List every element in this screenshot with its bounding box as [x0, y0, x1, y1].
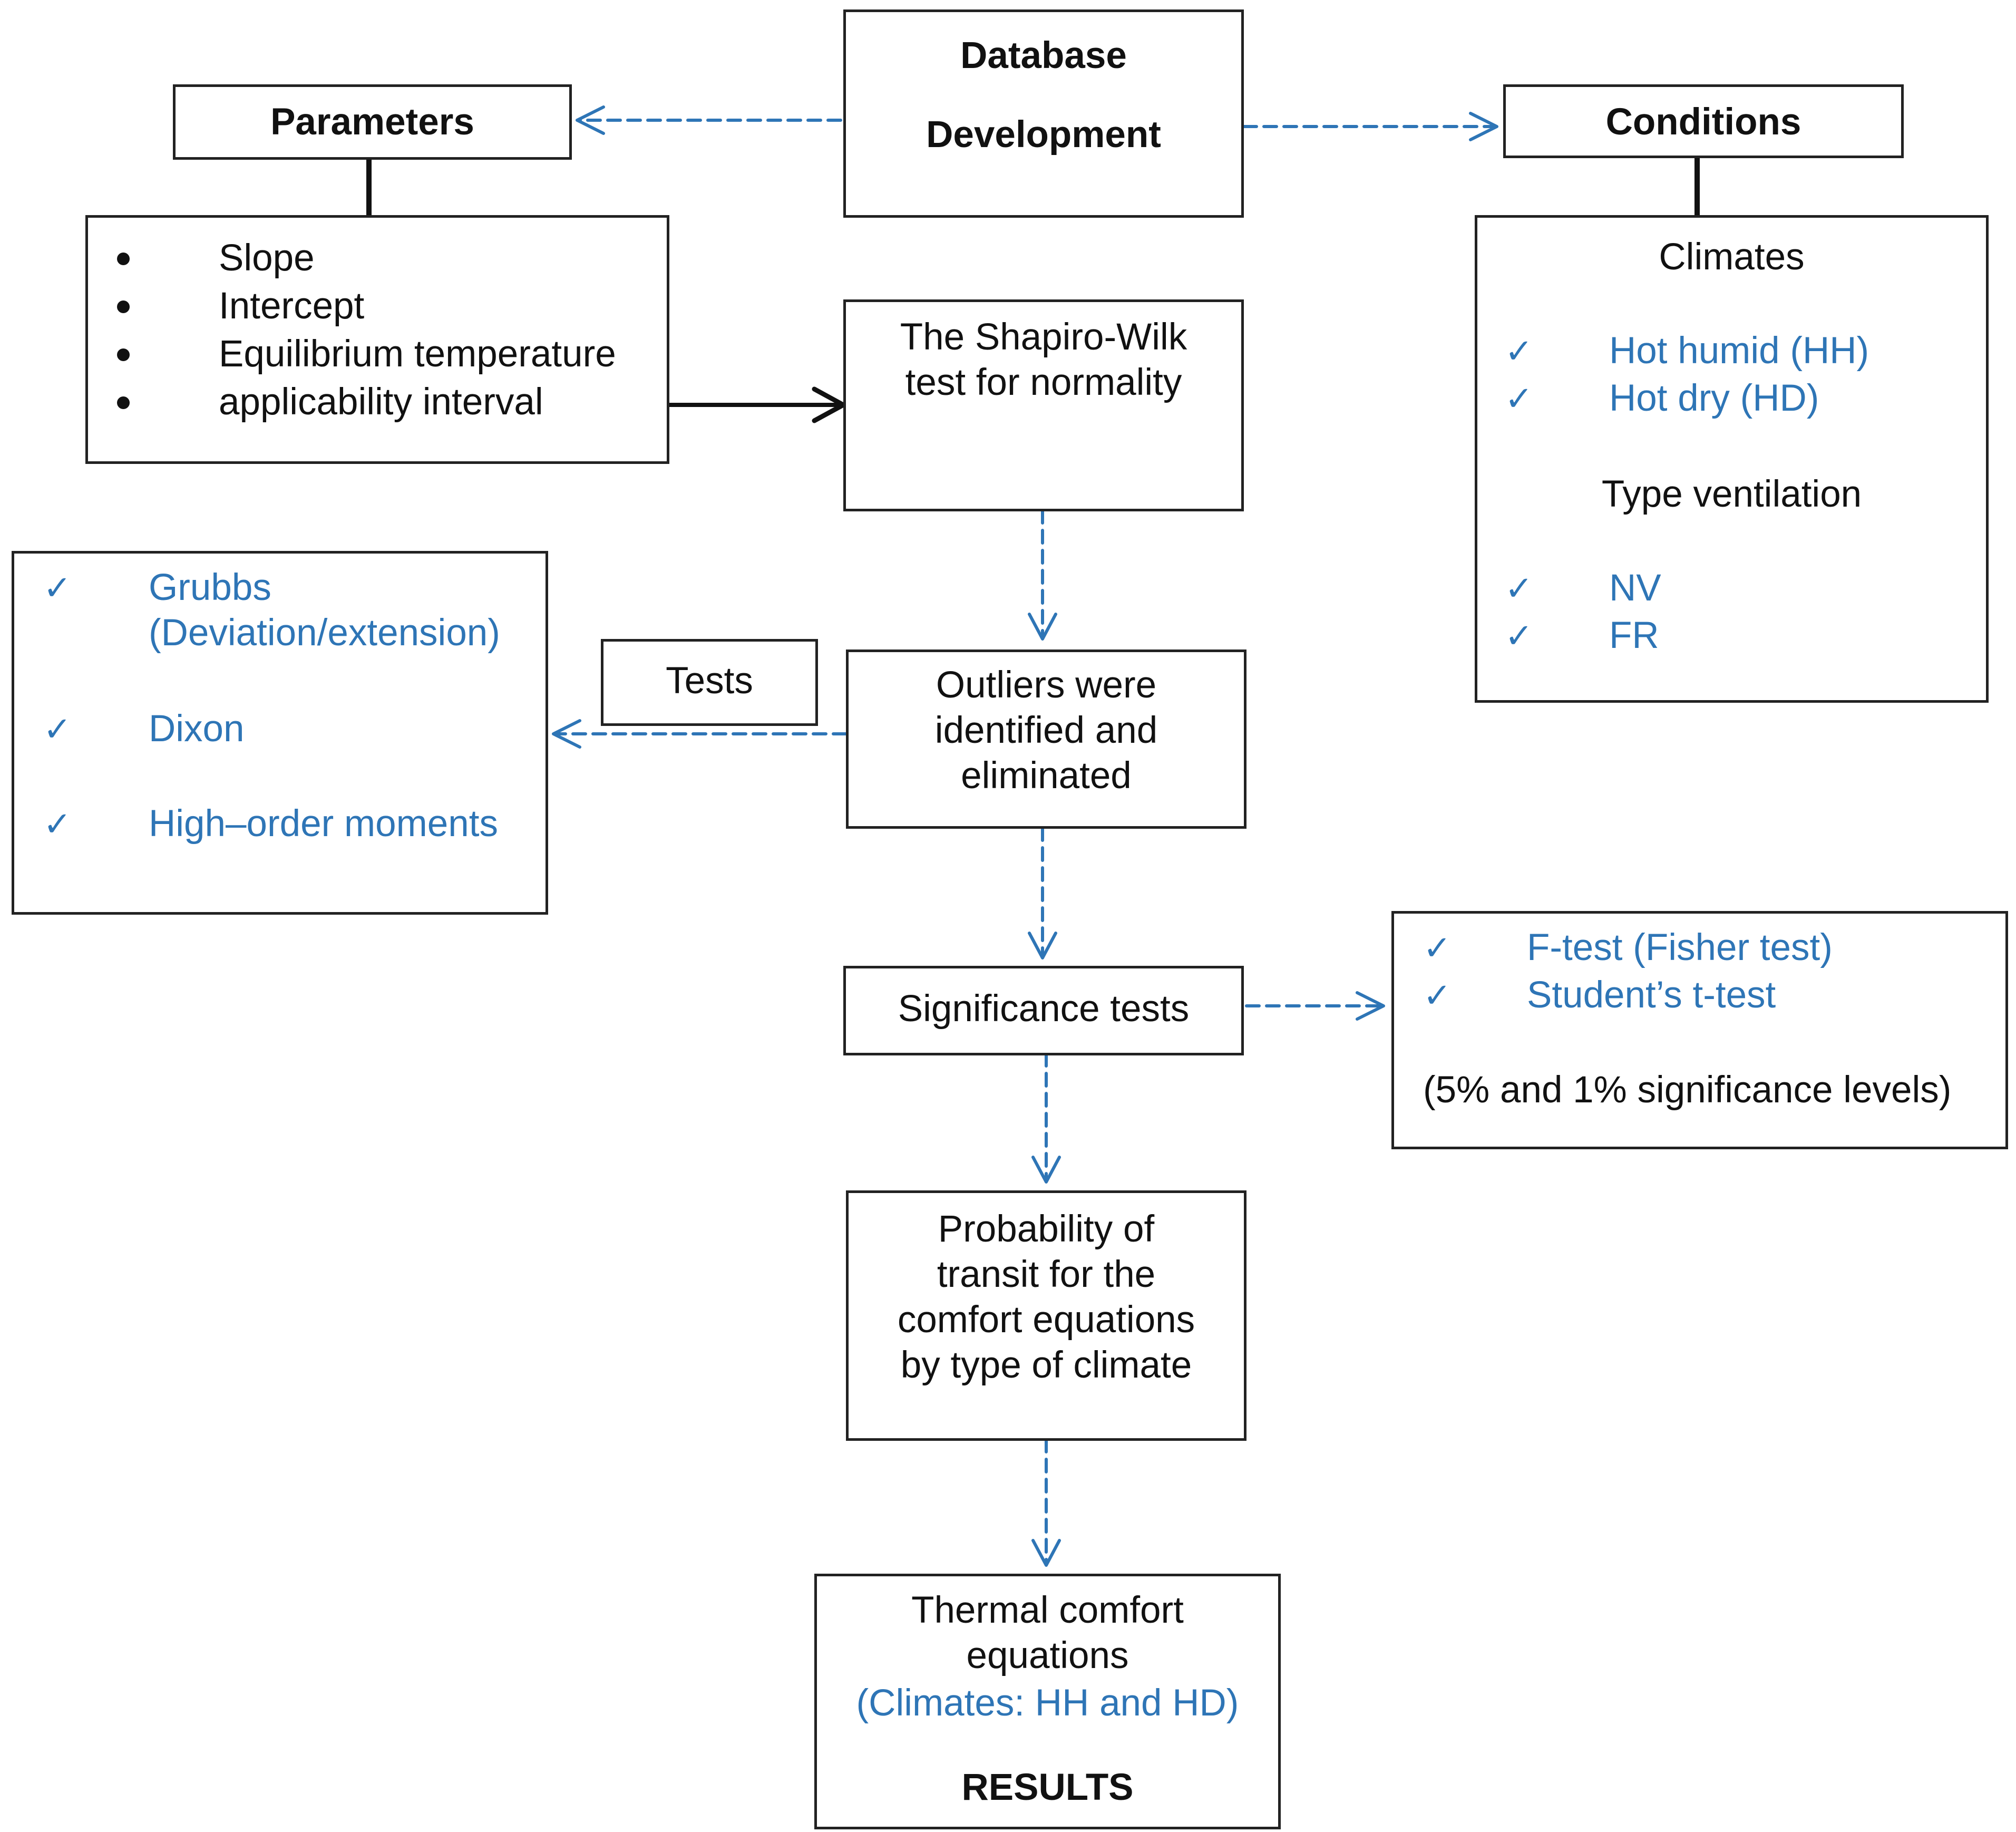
- outliers-box: Outliers were identified and eliminated: [846, 650, 1246, 829]
- check-mark-icon: ✓: [1505, 332, 1533, 370]
- probability-line4: by type of climate: [900, 1344, 1192, 1386]
- arrowhead-outliers: [1028, 613, 1057, 641]
- probability-line2: transit for the: [937, 1254, 1156, 1295]
- shapiro-wilk-box: The Shapiro-Wilk test for normality: [843, 299, 1244, 511]
- conditions-box: Climates ✓ Hot humid (HH) ✓ Hot dry (HD)…: [1475, 215, 1989, 703]
- conditions-title-box: Conditions: [1503, 84, 1904, 158]
- arrowhead-conditions: [1469, 112, 1498, 141]
- conditions-title: Conditions: [1605, 101, 1801, 143]
- outliers-line3: eliminated: [961, 755, 1132, 797]
- check-mark-icon: ✓: [43, 569, 72, 607]
- probability-line3: comfort equations: [897, 1299, 1195, 1341]
- shapiro-wilk-line2: test for normality: [905, 362, 1182, 403]
- arrowhead-results: [1031, 1539, 1061, 1567]
- ventilation-item-fr: FR: [1609, 615, 1659, 656]
- outlier-tests-box: ✓ Grubbs (Deviation/extension) ✓ Dixon ✓…: [12, 551, 548, 915]
- check-mark-icon: ✓: [1505, 569, 1533, 607]
- climate-item-hot-humid: Hot humid (HH): [1609, 330, 1869, 372]
- parameter-item-applicability-interval: applicability interval: [219, 381, 543, 423]
- results-heading: RESULTS: [961, 1767, 1134, 1808]
- ventilation-heading: Type ventilation: [1601, 473, 1862, 515]
- significance-levels-note: (5% and 1% significance levels): [1423, 1069, 1952, 1111]
- climate-item-hot-dry: Hot dry (HD): [1609, 377, 1819, 419]
- outlier-test-grubbs: Grubbs: [149, 567, 271, 608]
- arrowhead-tests: [552, 719, 581, 749]
- significance-label: Significance tests: [898, 988, 1190, 1030]
- check-mark-icon: ✓: [1505, 617, 1533, 655]
- parameters-title: Parameters: [270, 101, 474, 143]
- probability-line1: Probability of: [938, 1208, 1155, 1250]
- check-mark-icon: ✓: [43, 710, 72, 748]
- arrowhead-parameters: [576, 105, 605, 135]
- outliers-line2: identified and: [934, 710, 1158, 751]
- check-mark-icon: ✓: [43, 805, 72, 843]
- bullet-icon: [117, 396, 130, 409]
- significance-box: Significance tests: [843, 966, 1244, 1055]
- check-mark-icon: ✓: [1505, 380, 1533, 418]
- results-line1: Thermal comfort: [911, 1589, 1184, 1631]
- parameter-item-equilibrium-temperature: Equilibrium temperature: [219, 333, 616, 375]
- parameter-item-intercept: Intercept: [219, 285, 365, 327]
- bullet-icon: [117, 348, 130, 361]
- significance-tests-box: ✓ F-test (Fisher test) ✓ Student’s t-tes…: [1391, 911, 2008, 1149]
- bullet-icon: [117, 253, 130, 265]
- tests-label-box: Tests: [601, 639, 818, 726]
- check-mark-icon: ✓: [1423, 976, 1452, 1014]
- arrowhead-probability: [1031, 1156, 1061, 1184]
- arrowhead-ftest: [1356, 991, 1385, 1021]
- check-mark-icon: ✓: [1423, 929, 1452, 967]
- results-line3: (Climates: HH and HD): [856, 1682, 1239, 1724]
- shapiro-wilk-line1: The Shapiro-Wilk: [900, 316, 1187, 358]
- parameter-item-slope: Slope: [219, 237, 315, 279]
- database-development-box: Database Development: [843, 9, 1244, 218]
- significance-test-t: Student’s t-test: [1527, 974, 1776, 1016]
- arrowhead-significance: [1028, 932, 1057, 959]
- outliers-line1: Outliers were: [936, 664, 1157, 706]
- outlier-test-dixon: Dixon: [149, 708, 245, 750]
- bullet-icon: [117, 301, 130, 313]
- database-development-line1: Database: [960, 35, 1127, 76]
- tests-label: Tests: [666, 660, 753, 702]
- significance-test-f: F-test (Fisher test): [1527, 927, 1833, 968]
- outlier-test-high-order-moments: High–order moments: [149, 803, 498, 845]
- database-development-line2: Development: [926, 114, 1161, 156]
- results-box: Thermal comfort equations (Climates: HH …: [814, 1574, 1281, 1829]
- parameters-list-box: Slope Intercept Equilibrium temperature …: [85, 215, 669, 464]
- probability-box: Probability of transit for the comfort e…: [846, 1190, 1246, 1441]
- climates-heading: Climates: [1659, 236, 1805, 278]
- parameters-title-box: Parameters: [173, 84, 572, 160]
- outlier-test-grubbs-detail: (Deviation/extension): [149, 612, 500, 654]
- ventilation-item-nv: NV: [1609, 567, 1661, 609]
- results-line2: equations: [966, 1635, 1129, 1676]
